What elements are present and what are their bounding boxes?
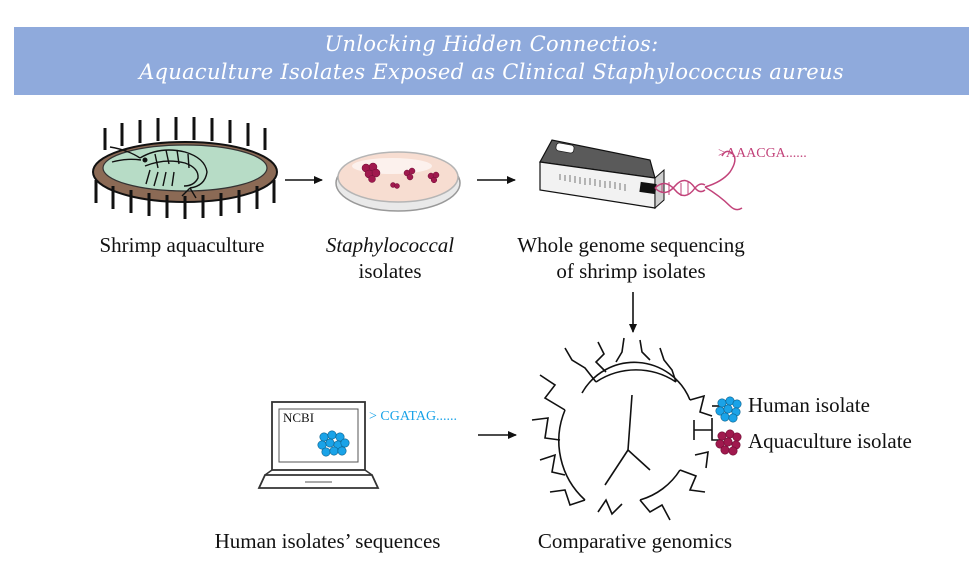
phylogenetic-tree-icon (531, 337, 722, 521)
shrimp-pond-icon (92, 117, 278, 219)
aquaculture-isolate-label: Aquaculture isolate (748, 429, 912, 453)
laptop-icon (257, 401, 380, 489)
sequencer-icon (539, 139, 665, 210)
title-line-2: Aquaculture Isolates Exposed as Clinical… (139, 60, 844, 84)
ncbi-cluster-icon (317, 430, 350, 457)
ncbi-label: NCBI (283, 410, 315, 425)
staph-colony-icon (361, 162, 440, 189)
wgs-label-line1: Whole genome sequencing (517, 233, 745, 257)
human-sequences-label: Human isolates’ sequences (214, 529, 441, 553)
human-isolate-label: Human isolate (748, 393, 870, 417)
shrimp-sequence-read: >AAACGA...... (718, 146, 807, 161)
title-line-1: Unlocking Hidden Connectios: (324, 32, 659, 56)
dna-icon (654, 150, 743, 211)
title-banner: Unlocking Hidden Connectios: Aquaculture… (14, 27, 969, 95)
human-isolate-cluster-icon (715, 396, 742, 423)
wgs-label-line2: of shrimp isolates (556, 259, 706, 283)
human-sequence-read: > CGATAG...... (369, 409, 458, 424)
staph-label-line1: Staphylococcal (325, 233, 455, 257)
shrimp-icon (109, 146, 208, 199)
shrimp-aquaculture-label: Shrimp aquaculture (99, 233, 265, 257)
comparative-genomics-label: Comparative genomics (537, 529, 733, 553)
aquaculture-isolate-cluster-icon (715, 429, 742, 456)
staph-label-line2: isolates (358, 259, 422, 283)
petri-dish-icon (335, 151, 461, 212)
